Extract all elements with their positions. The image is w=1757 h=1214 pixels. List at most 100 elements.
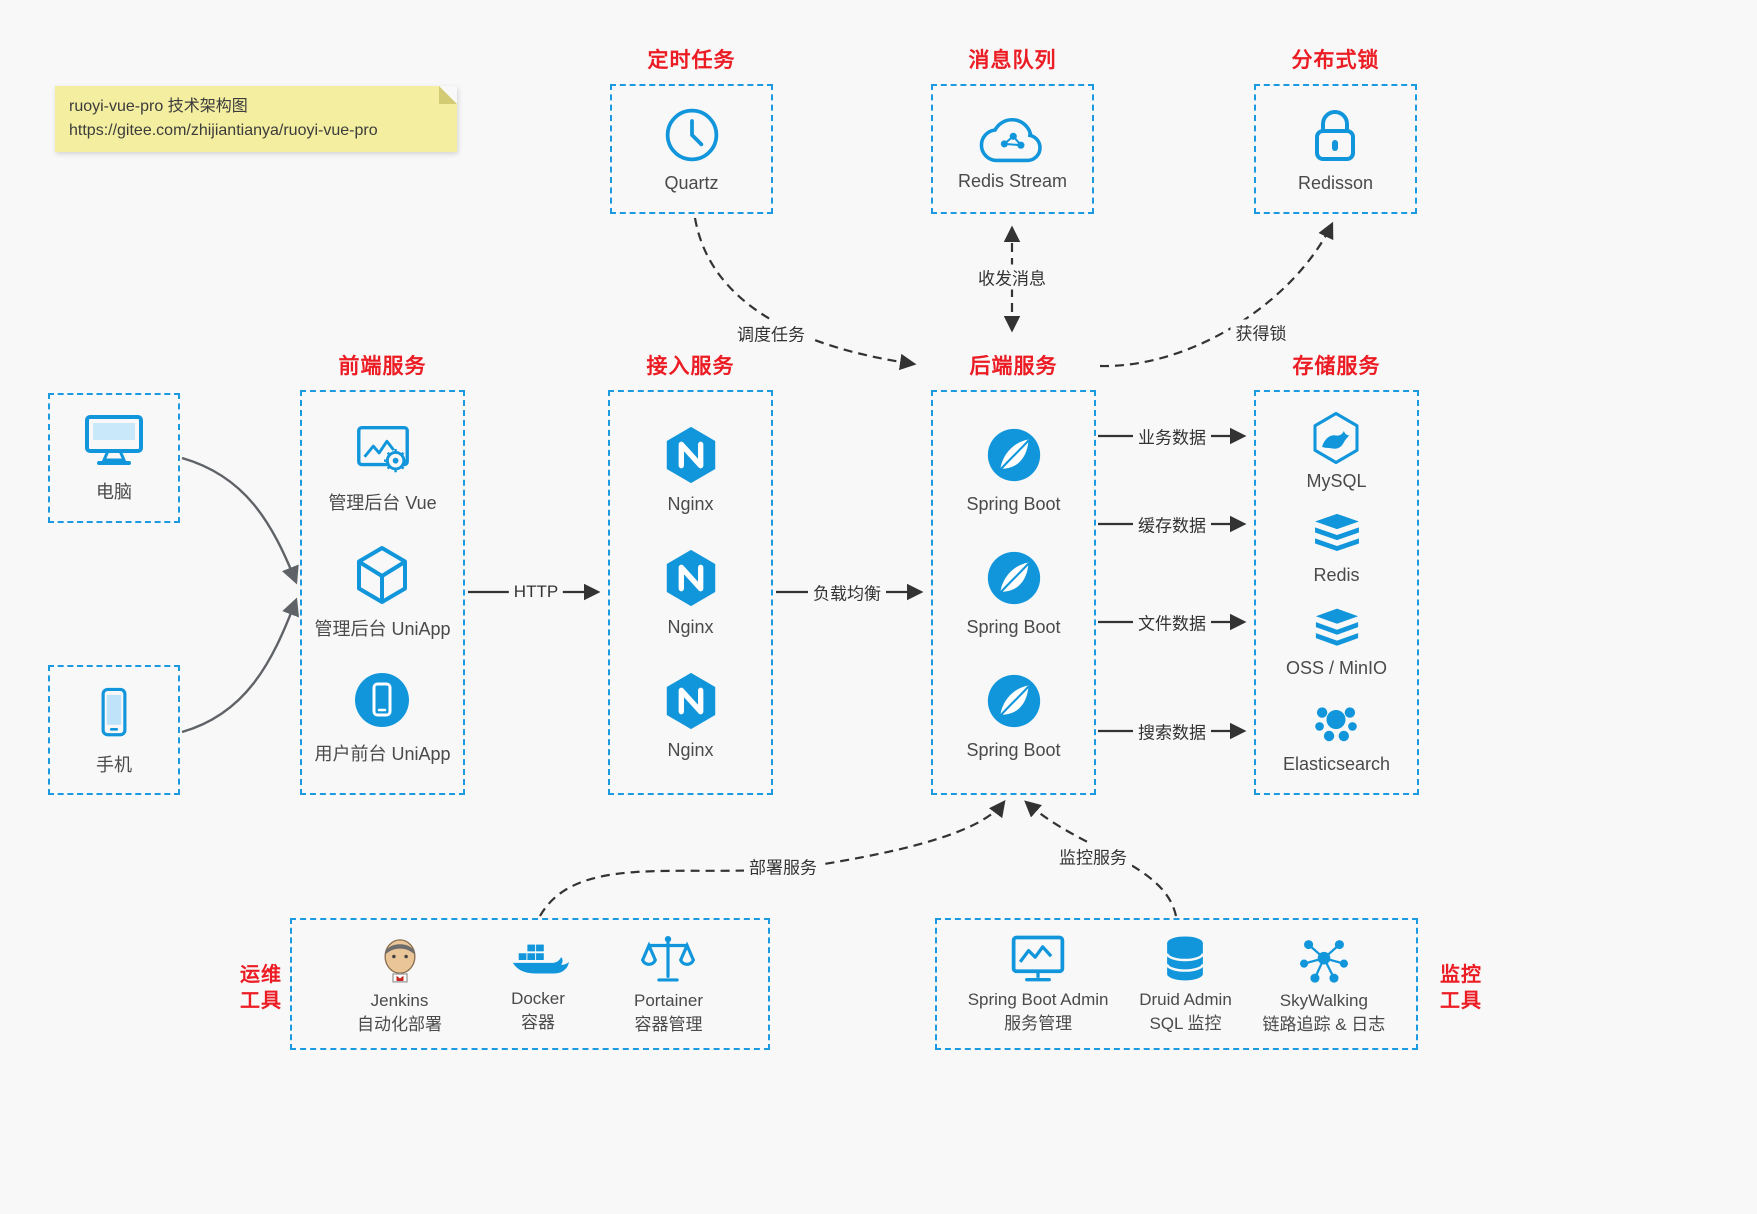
clock-icon: [665, 108, 718, 161]
note-title: ruoyi-vue-pro 技术架构图: [69, 98, 248, 115]
node-redis: Redis: [1310, 510, 1364, 586]
tool-desc: SQL 监控: [1149, 1014, 1222, 1033]
title-ops-line2: 工具: [240, 990, 282, 1012]
group-message-queue: Redis Stream: [931, 84, 1094, 214]
portainer-icon: [641, 936, 696, 982]
title-frontend: 前端服务: [338, 355, 427, 378]
nginx-icon: [666, 672, 715, 730]
tool-desc: 服务管理: [1004, 1014, 1073, 1033]
group-storage: MySQL Redis OSS / MinIO: [1254, 390, 1419, 795]
node-mysql: MySQL: [1306, 410, 1367, 492]
oss-minio-icon: [1315, 608, 1358, 647]
group-distributed-lock: Redisson: [1254, 84, 1417, 214]
title-monitoring-line2: 工具: [1440, 990, 1482, 1012]
title-ops-tools: 运维 工具: [236, 962, 286, 1014]
docker-icon: [512, 944, 569, 974]
node-label: 手机: [96, 755, 132, 775]
node-portainer: Portainer 容器管理: [634, 931, 703, 1037]
node-jenkins: Jenkins 自动化部署: [357, 931, 442, 1037]
node-druid-admin: Druid Admin SQL 监控: [1139, 932, 1232, 1036]
node-elasticsearch: Elasticsearch: [1283, 697, 1390, 775]
node-redis-stream: Redis Stream: [958, 107, 1067, 192]
edge-label-deploy: 部署服务: [744, 853, 822, 879]
jenkins-icon: [383, 939, 416, 983]
tool-desc: 链路追踪 & 日志: [1262, 1015, 1386, 1034]
title-monitoring-line1: 监控: [1440, 964, 1482, 986]
node-oss-minio: OSS / MinIO: [1286, 603, 1387, 679]
node-spring-boot-2: Spring Boot: [966, 547, 1061, 638]
group-frontend: 管理后台 Vue 管理后台 UniApp 用户前台 UniApp: [300, 390, 465, 795]
admin-uniapp-icon: [357, 545, 408, 604]
edge-label-messages: 收发消息: [973, 264, 1051, 290]
node-skywalking: SkyWalking 链路追踪 & 日志: [1262, 931, 1385, 1037]
monitor-icon: [85, 415, 143, 465]
node-nginx-2: Nginx: [660, 547, 722, 638]
tool-name: Druid Admin: [1139, 990, 1232, 1010]
edge-label-lock: 获得锁: [1230, 319, 1292, 345]
node-label: 电脑: [96, 482, 132, 502]
nginx-icon: [666, 426, 715, 484]
group-monitoring-tools: Spring Boot Admin 服务管理 Druid Admin SQL 监…: [935, 918, 1418, 1050]
title-ops-line1: 运维: [240, 964, 282, 986]
node-pc: 电脑: [81, 412, 147, 504]
edge-acquire-lock: [1099, 221, 1334, 368]
node-label: Nginx: [667, 494, 714, 514]
node-label: 用户前台 UniApp: [314, 743, 451, 764]
edge-label-schedule: 调度任务: [732, 320, 810, 346]
phone-icon: [101, 687, 127, 737]
node-quartz: Quartz: [662, 105, 722, 194]
mysql-icon: [1313, 411, 1360, 464]
title-monitoring-tools: 监控 工具: [1436, 962, 1486, 1014]
node-user-uniapp: 用户前台 UniApp: [314, 668, 451, 766]
druid-admin-icon: [1166, 936, 1205, 981]
spring-boot-icon: [987, 551, 1040, 605]
node-label: OSS / MinIO: [1285, 658, 1388, 679]
node-label: Nginx: [667, 617, 714, 637]
cloud-network-icon: [980, 117, 1043, 162]
edge-label-file-data: 文件数据: [1133, 609, 1211, 635]
group-backend: Spring Boot Spring Boot Spring Boot: [931, 390, 1096, 795]
title-message-queue: 消息队列: [968, 49, 1057, 72]
node-admin-uniapp: 管理后台 UniApp: [314, 543, 451, 641]
redis-icon: [1314, 513, 1359, 551]
node-redisson: Redisson: [1298, 105, 1373, 194]
edge-label-load-balance: 负载均衡: [808, 579, 886, 605]
tool-desc: 容器管理: [634, 1015, 703, 1034]
node-label: Redis: [1313, 564, 1360, 585]
sticky-note: ruoyi-vue-pro 技术架构图 https://gitee.com/zh…: [55, 86, 457, 152]
node-label: Redisson: [1297, 172, 1374, 193]
title-storage: 存储服务: [1292, 355, 1381, 378]
admin-vue-icon: [356, 426, 409, 473]
tool-desc: 自动化部署: [357, 1015, 442, 1034]
node-label: Nginx: [667, 740, 714, 760]
node-label: 管理后台 UniApp: [314, 618, 451, 639]
title-gateway: 接入服务: [646, 355, 735, 378]
tool-name: Spring Boot Admin: [967, 990, 1109, 1010]
edge-label-monitor: 监控服务: [1054, 843, 1132, 869]
node-docker: Docker 容器: [507, 933, 569, 1035]
edge-phone-to-frontend: [181, 597, 300, 734]
spring-boot-admin-icon: [1011, 935, 1065, 982]
node-label: Spring Boot: [966, 494, 1061, 514]
edge-label-cache-data: 缓存数据: [1133, 511, 1211, 537]
title-distributed-lock: 分布式锁: [1291, 49, 1380, 72]
spring-boot-icon: [987, 428, 1040, 482]
node-nginx-1: Nginx: [660, 424, 722, 515]
group-phone-client: 手机: [48, 665, 180, 795]
title-backend: 后端服务: [969, 355, 1058, 378]
tool-name: Jenkins: [370, 991, 429, 1011]
spring-boot-icon: [987, 674, 1040, 728]
lock-icon: [1315, 109, 1356, 161]
tool-name: Docker: [511, 989, 565, 1009]
node-phone: 手机: [85, 683, 143, 777]
elasticsearch-icon: [1315, 707, 1358, 742]
node-label: Quartz: [664, 172, 719, 193]
group-ops-tools: Jenkins 自动化部署 Docker 容器: [290, 918, 770, 1050]
edge-label-search-data: 搜索数据: [1133, 718, 1211, 744]
node-label: Redis Stream: [957, 170, 1068, 191]
tool-name: Portainer: [634, 991, 703, 1011]
title-scheduled-tasks: 定时任务: [647, 49, 736, 72]
node-label: Spring Boot: [966, 617, 1061, 637]
